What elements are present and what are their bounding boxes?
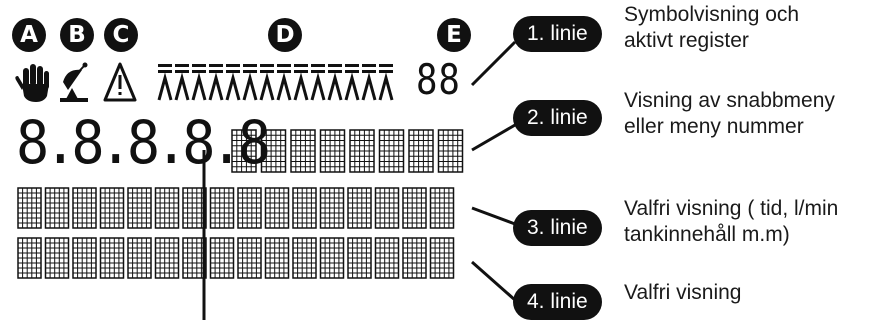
matrix-cell — [374, 187, 400, 229]
matrix-cell — [154, 237, 180, 279]
matrix-cell — [290, 129, 316, 173]
matrix-cell — [72, 187, 97, 229]
matrix-cell — [209, 187, 235, 229]
satellite-dish-icon — [60, 62, 88, 102]
matrix-cell — [209, 237, 235, 279]
line-1-label: 1. linie — [513, 16, 602, 52]
matrix-cell — [44, 187, 70, 229]
line-1-desc-2: aktivt register — [624, 29, 749, 52]
line-2-label: 2. linie — [513, 100, 602, 136]
matrix-cell — [347, 187, 372, 229]
segment-bar-row — [157, 64, 394, 101]
matrix-cell — [349, 129, 375, 173]
matrix-cell — [182, 187, 207, 229]
badge-d: D — [268, 18, 302, 52]
matrix-cell — [237, 187, 262, 229]
bar-segment — [361, 64, 377, 101]
matrix-cell — [127, 187, 152, 229]
bar-segment — [208, 64, 224, 101]
line-3-label: 3. linie — [513, 210, 602, 246]
line-4-desc-1: Valfri visning — [624, 281, 742, 304]
connector-line-1 — [470, 40, 517, 87]
bar-segment — [327, 64, 343, 101]
line-4-description: Valfri visning — [624, 280, 742, 306]
matrix-cell — [408, 129, 434, 173]
line-2-desc-1: Visning av snabbmeny — [624, 89, 835, 112]
matrix-cell — [17, 187, 42, 229]
matrix-cell — [17, 237, 42, 279]
matrix-cell — [44, 237, 70, 279]
line-2-description: Visning av snabbmeny eller meny nummer — [624, 88, 835, 140]
matrix-row-3 — [17, 187, 455, 229]
bar-segment — [276, 64, 292, 101]
matrix-cell — [378, 129, 405, 173]
bar-segment — [259, 64, 275, 101]
bar-segment — [378, 64, 394, 101]
matrix-cell — [182, 237, 207, 279]
badge-a: A — [12, 18, 46, 52]
matrix-cell — [437, 129, 464, 173]
bar-segment — [310, 64, 326, 101]
bar-segment — [225, 64, 241, 101]
matrix-cell — [264, 187, 290, 229]
line-3-desc-1: Valfri visning ( tid, l/min — [624, 197, 839, 220]
bar-segment — [242, 64, 258, 101]
matrix-cell — [319, 187, 345, 229]
connector-line-3 — [471, 206, 516, 226]
matrix-cell — [292, 237, 317, 279]
matrix-cell — [374, 237, 400, 279]
line-4-label: 4. linie — [513, 284, 602, 320]
matrix-cell — [154, 187, 180, 229]
matrix-cell — [402, 187, 427, 229]
connector-line-2 — [471, 123, 516, 152]
matrix-cell — [429, 187, 455, 229]
matrix-cell — [264, 237, 290, 279]
line-1-description: Symbolvisning och aktivt register — [624, 2, 799, 54]
bar-segment — [157, 64, 173, 101]
badge-e: E — [437, 18, 471, 52]
bar-segment — [293, 64, 309, 101]
bar-segment — [191, 64, 207, 101]
line-3-desc-2: tankinnehåll m.m) — [624, 223, 790, 246]
badge-b: B — [60, 18, 94, 52]
line-1-desc-1: Symbolvisning och — [624, 3, 800, 26]
matrix-cell — [402, 237, 427, 279]
matrix-cell — [127, 237, 152, 279]
line-3-description: Valfri visning ( tid, l/min tankinnehåll… — [624, 196, 838, 248]
connector-line-4 — [471, 260, 516, 302]
matrix-cell — [72, 237, 97, 279]
hand-icon — [15, 64, 49, 102]
matrix-cell — [319, 129, 346, 173]
warning-icon — [103, 62, 137, 102]
bar-segment — [344, 64, 360, 101]
matrix-cell — [237, 237, 262, 279]
matrix-cell — [292, 187, 317, 229]
matrix-cell — [319, 237, 345, 279]
matrix-cell — [260, 129, 287, 173]
big-digits: 8.8.8.8.8 — [16, 108, 271, 178]
matrix-row-2 — [231, 129, 464, 173]
register-digits: 88 — [416, 55, 461, 104]
bar-segment — [174, 64, 190, 101]
matrix-cell — [231, 129, 257, 173]
matrix-row-4 — [17, 237, 455, 279]
matrix-cell — [99, 237, 125, 279]
line-2-desc-2: eller meny nummer — [624, 115, 804, 138]
matrix-cell — [347, 237, 372, 279]
matrix-cell — [429, 237, 455, 279]
badge-c: C — [104, 18, 138, 52]
matrix-cell — [99, 187, 125, 229]
